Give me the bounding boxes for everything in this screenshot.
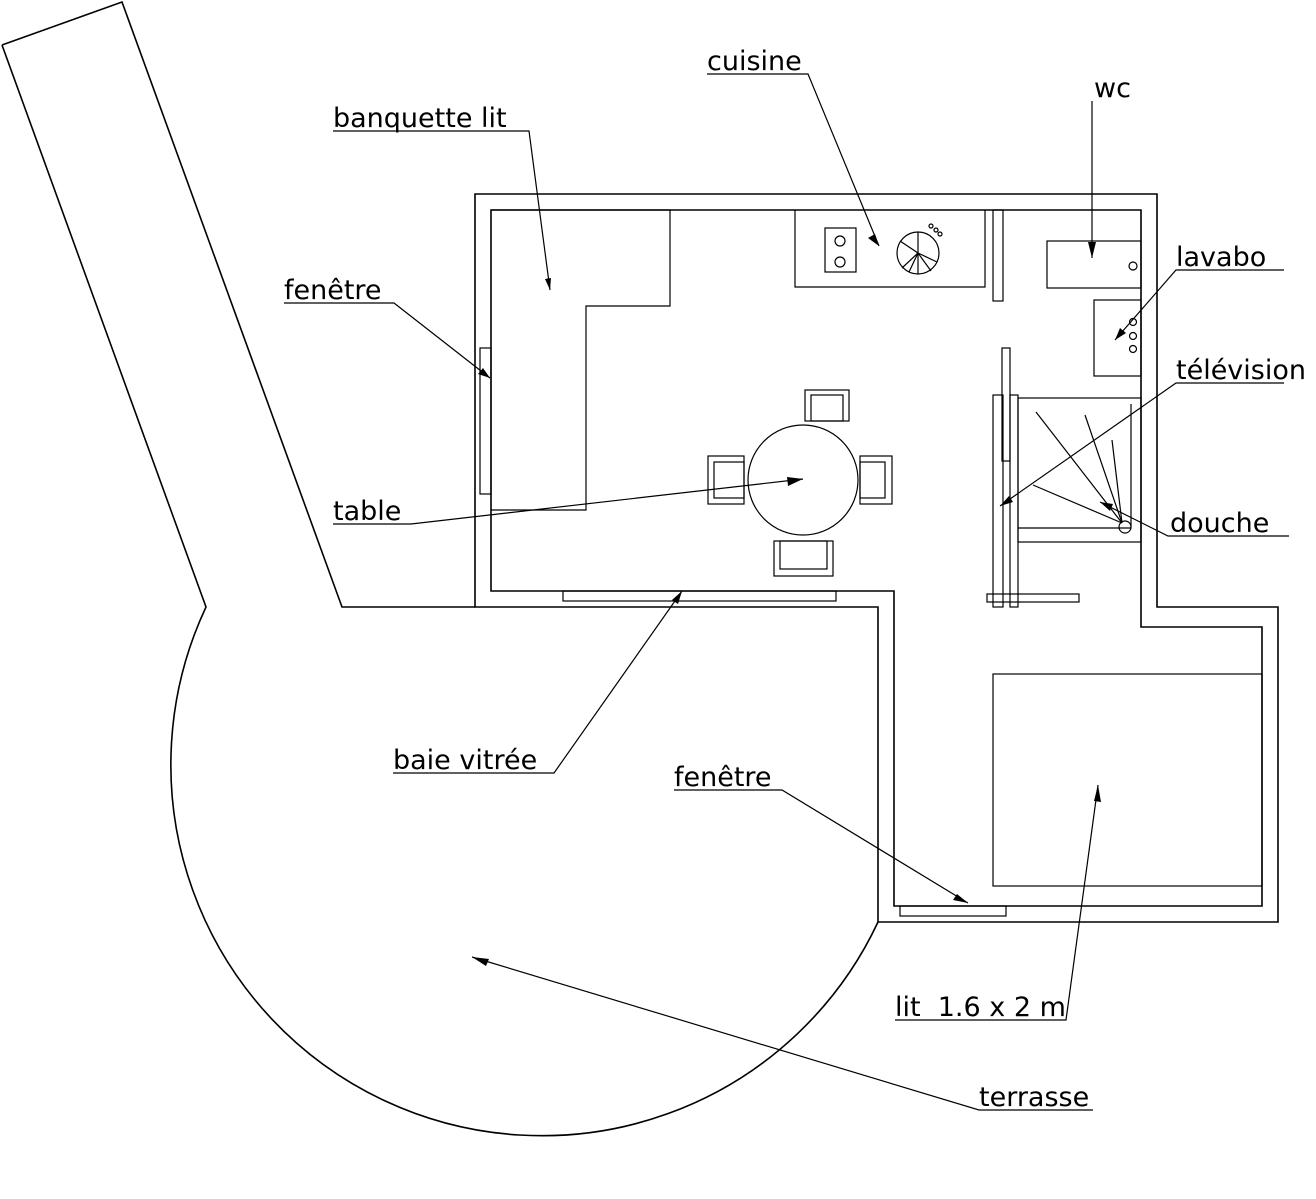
- interior-wall: [490, 209, 1263, 907]
- label-table: table: [333, 496, 401, 527]
- leader-lines: [284, 73, 1289, 1111]
- partition-walls: [986, 209, 1080, 608]
- label-cuisine: cuisine: [707, 46, 802, 77]
- exterior-wall: [474, 193, 1279, 923]
- sliding-glass-door: [562, 590, 837, 602]
- label-lavabo: lavabo: [1176, 242, 1266, 273]
- bench-bed: [491, 209, 671, 511]
- washbasin: [1093, 299, 1142, 377]
- window-bottom: [899, 905, 1007, 917]
- label-lit-text: lit 1.6 x 2 m: [895, 992, 1066, 1023]
- shower: [1017, 397, 1142, 543]
- label-terrasse-text: terrasse: [979, 1082, 1089, 1113]
- label-wc: wc: [1094, 73, 1131, 104]
- dining-table: [707, 389, 893, 577]
- label-lavabo-text: lavabo: [1176, 242, 1266, 273]
- label-wc-text: wc: [1094, 73, 1131, 104]
- label-television: télévision: [1176, 355, 1306, 386]
- label-fenetre-left-text: fenêtre: [284, 275, 382, 306]
- wc: [1046, 240, 1142, 289]
- label-television-text: télévision: [1176, 355, 1306, 386]
- label-baie-vitree-text: baie vitrée: [393, 745, 537, 776]
- label-cuisine-text: cuisine: [707, 46, 802, 77]
- label-banquette-lit: banquette lit: [333, 103, 507, 134]
- kitchen-counter: [794, 210, 986, 288]
- double-bed: [992, 673, 1263, 887]
- window-left: [479, 347, 492, 495]
- label-fenetre-left: fenêtre: [284, 275, 382, 306]
- label-fenetre-bottom-text: fenêtre: [674, 762, 772, 793]
- terrace-outline: [1, 0, 879, 1137]
- label-douche-text: douche: [1170, 508, 1269, 539]
- label-baie-vitree: baie vitrée: [393, 745, 537, 776]
- label-terrasse: terrasse: [979, 1082, 1089, 1113]
- label-lit: lit 1.6 x 2 m: [895, 992, 1066, 1023]
- label-table-text: table: [333, 496, 401, 527]
- label-banquette-lit-text: banquette lit: [333, 103, 507, 134]
- label-douche: douche: [1170, 508, 1269, 539]
- label-fenetre-bottom: fenêtre: [674, 762, 772, 793]
